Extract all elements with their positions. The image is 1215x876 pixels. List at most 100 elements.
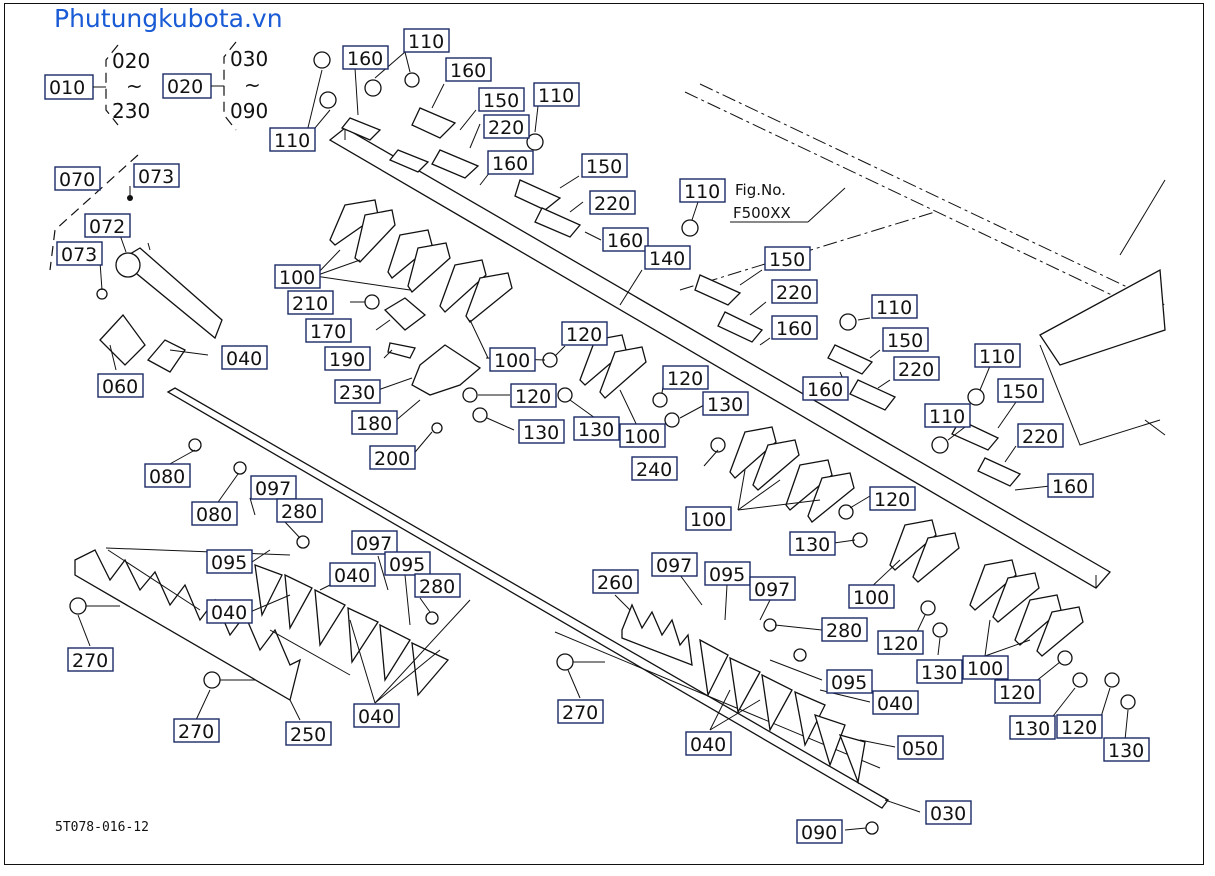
callout-220[interactable]: 220	[893, 356, 940, 381]
callout-170[interactable]: 170	[305, 318, 352, 343]
callout-270[interactable]: 270	[173, 718, 220, 743]
callout-240[interactable]: 240	[631, 456, 678, 481]
callout-040[interactable]: 040	[221, 345, 268, 370]
callout-095[interactable]: 095	[826, 669, 873, 694]
callout-097[interactable]: 097	[749, 576, 796, 601]
callout-160[interactable]: 160	[487, 150, 534, 175]
callout-270[interactable]: 270	[557, 699, 604, 724]
callout-230[interactable]: 230	[334, 379, 381, 404]
callout-080[interactable]: 080	[144, 463, 191, 488]
callout-073[interactable]: 073	[56, 241, 103, 266]
callout-160[interactable]: 160	[802, 376, 849, 401]
callout-150[interactable]: 150	[997, 378, 1044, 403]
callout-130[interactable]: 130	[573, 416, 620, 441]
callout-110[interactable]: 110	[679, 178, 726, 203]
callout-040[interactable]: 040	[872, 690, 919, 715]
callout-120[interactable]: 120	[662, 365, 709, 390]
callout-095[interactable]: 095	[206, 549, 253, 574]
callout-150[interactable]: 150	[581, 153, 628, 178]
callout-150[interactable]: 150	[478, 87, 525, 112]
callout-160[interactable]: 160	[342, 45, 389, 70]
callout-box	[924, 403, 971, 428]
callout-072[interactable]: 072	[84, 213, 131, 238]
callout-220[interactable]: 220	[589, 190, 636, 215]
callout-030[interactable]: 030	[925, 800, 972, 825]
callout-110[interactable]: 110	[403, 28, 450, 53]
callout-box	[206, 599, 253, 624]
callout-100[interactable]: 100	[274, 264, 321, 289]
callout-080[interactable]: 080	[191, 501, 238, 526]
callout-097[interactable]: 097	[351, 530, 398, 555]
callout-097[interactable]: 097	[250, 475, 297, 500]
callout-100[interactable]: 100	[619, 423, 666, 448]
callout-120[interactable]: 120	[510, 383, 557, 408]
callout-070[interactable]: 070	[54, 166, 101, 191]
callout-040[interactable]: 040	[685, 731, 732, 756]
callout-box	[592, 569, 639, 594]
callout-220[interactable]: 220	[1017, 423, 1064, 448]
callout-095[interactable]: 095	[384, 551, 431, 576]
callout-100[interactable]: 100	[962, 655, 1009, 680]
callout-label: 050	[902, 738, 938, 760]
callout-130[interactable]: 130	[789, 531, 836, 556]
callout-073[interactable]: 073	[133, 163, 180, 188]
callout-010[interactable]: 010	[44, 74, 94, 100]
callout-130[interactable]: 130	[1103, 737, 1150, 762]
callout-130[interactable]: 130	[1009, 715, 1056, 740]
callout-120[interactable]: 120	[1056, 714, 1103, 739]
callout-110[interactable]: 110	[871, 294, 918, 319]
callout-280[interactable]: 280	[821, 617, 868, 642]
callout-160[interactable]: 160	[1047, 473, 1094, 498]
callout-200[interactable]: 200	[369, 445, 416, 470]
callout-120[interactable]: 120	[994, 679, 1041, 704]
callout-097[interactable]: 097	[651, 552, 698, 577]
callout-label: 010	[49, 77, 85, 99]
callout-150[interactable]: 150	[764, 246, 811, 271]
callout-160[interactable]: 160	[445, 57, 492, 82]
callout-130[interactable]: 130	[916, 659, 963, 684]
callout-260[interactable]: 260	[592, 569, 639, 594]
callout-220[interactable]: 220	[483, 114, 530, 139]
callout-190[interactable]: 190	[324, 346, 371, 371]
callout-box	[826, 669, 873, 694]
callout-110[interactable]: 110	[269, 127, 316, 152]
callout-060[interactable]: 060	[97, 373, 144, 398]
callout-040[interactable]: 040	[206, 599, 253, 624]
callout-100[interactable]: 100	[848, 584, 895, 609]
callout-270[interactable]: 270	[67, 647, 114, 672]
fig-ref-line1: Fig.No.	[735, 181, 786, 199]
callout-160[interactable]: 160	[602, 227, 649, 252]
callout-050[interactable]: 050	[897, 735, 944, 760]
callout-120[interactable]: 120	[877, 630, 924, 655]
callout-020[interactable]: 020	[162, 73, 212, 99]
callout-140[interactable]: 140	[644, 245, 691, 270]
callout-label: 160	[776, 318, 812, 340]
callout-210[interactable]: 210	[287, 290, 334, 315]
callout-label: 280	[281, 501, 317, 523]
callout-160[interactable]: 160	[771, 315, 818, 340]
callout-040[interactable]: 040	[329, 562, 376, 587]
callout-040[interactable]: 040	[353, 703, 400, 728]
callout-label: 130	[523, 422, 559, 444]
callout-100[interactable]: 100	[685, 506, 732, 531]
callout-280[interactable]: 280	[276, 498, 323, 523]
knife-back-260	[621, 603, 693, 667]
callout-095[interactable]: 095	[704, 561, 751, 586]
callout-110[interactable]: 110	[924, 403, 971, 428]
callout-280[interactable]: 280	[414, 573, 461, 598]
callout-110[interactable]: 110	[974, 343, 1021, 368]
callout-100[interactable]: 100	[489, 347, 536, 372]
callout-120[interactable]: 120	[869, 486, 916, 511]
callout-130[interactable]: 130	[702, 391, 749, 416]
callout-150[interactable]: 150	[882, 327, 929, 352]
callout-120[interactable]: 120	[561, 321, 608, 346]
callout-090[interactable]: 090	[796, 819, 843, 844]
callout-130[interactable]: 130	[518, 419, 565, 444]
callout-180[interactable]: 180	[351, 410, 398, 435]
callout-250[interactable]: 250	[285, 721, 332, 746]
callout-110[interactable]: 110	[533, 82, 580, 107]
callout-220[interactable]: 220	[771, 279, 818, 304]
callout-box	[573, 416, 620, 441]
callout-box	[173, 718, 220, 743]
callout-box	[1009, 715, 1056, 740]
